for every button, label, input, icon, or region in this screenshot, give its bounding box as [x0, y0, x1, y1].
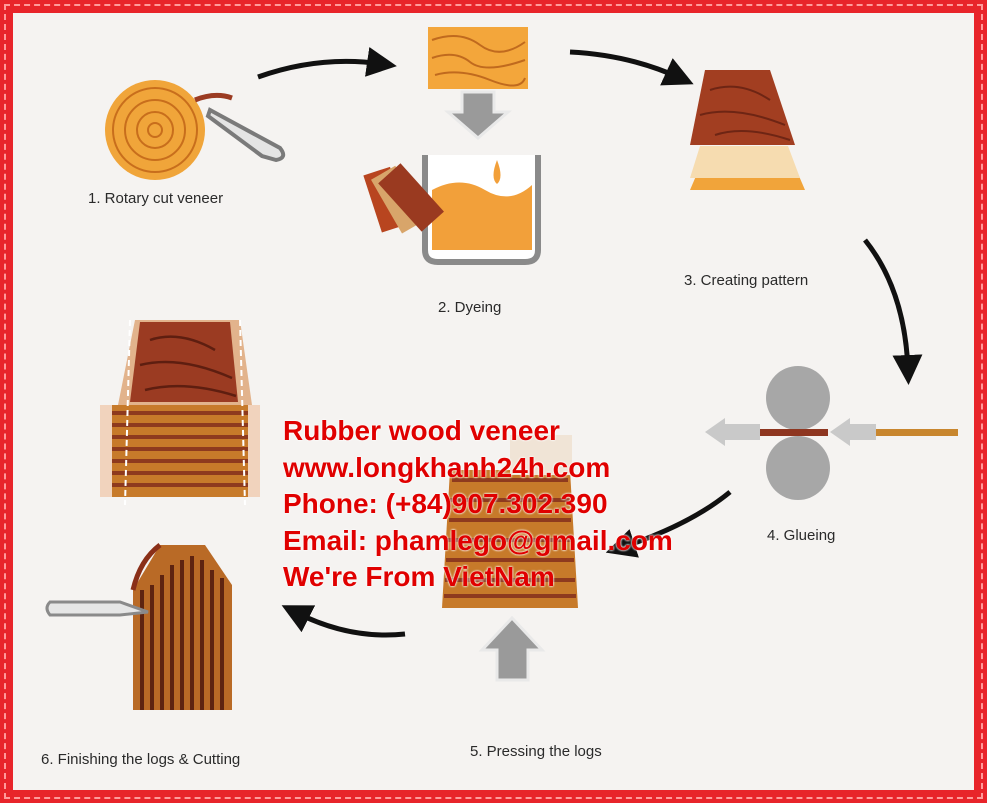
promo-title: Rubber wood veneer	[283, 415, 560, 446]
press-stack-icon	[442, 435, 578, 608]
color-swatch-icon	[363, 163, 444, 234]
knife-icon	[45, 600, 149, 617]
step-2-label: 2. Dyeing	[438, 299, 502, 316]
promo-text-block: Rubber wood veneer www.longkhanh24h.com …	[283, 413, 673, 596]
wood-board-icon	[428, 27, 528, 89]
striped-log-icon	[130, 543, 232, 710]
step-5-label: 5. Pressing the logs	[470, 743, 602, 760]
process-diagram	[45, 27, 958, 710]
step-4-label: 4. Glueing	[767, 527, 836, 544]
log-roll-icon	[105, 80, 233, 180]
promo-website: www.longkhanh24h.com	[283, 451, 611, 483]
up-arrow-icon	[478, 615, 546, 682]
knife-icon	[205, 107, 286, 163]
dye-tank-icon	[422, 155, 541, 265]
roller-icon	[705, 366, 958, 500]
step-3-label: 3. Creating pattern	[684, 272, 809, 289]
promo-origin: We're From VietNam	[283, 561, 555, 592]
flow-arrows	[257, 47, 923, 638]
step-1-label: 1. Rotary cut veneer	[88, 190, 224, 207]
veneer-block-icon	[100, 319, 260, 506]
veneer-stack-icon	[690, 70, 805, 190]
promo-phone: Phone: (+84)907.302.390	[283, 488, 608, 519]
promo-email: Email: phamlego@gmail.com	[283, 524, 673, 556]
step-6-label: 6. Finishing the logs & Cutting	[41, 751, 241, 768]
down-arrow-icon	[443, 90, 513, 140]
